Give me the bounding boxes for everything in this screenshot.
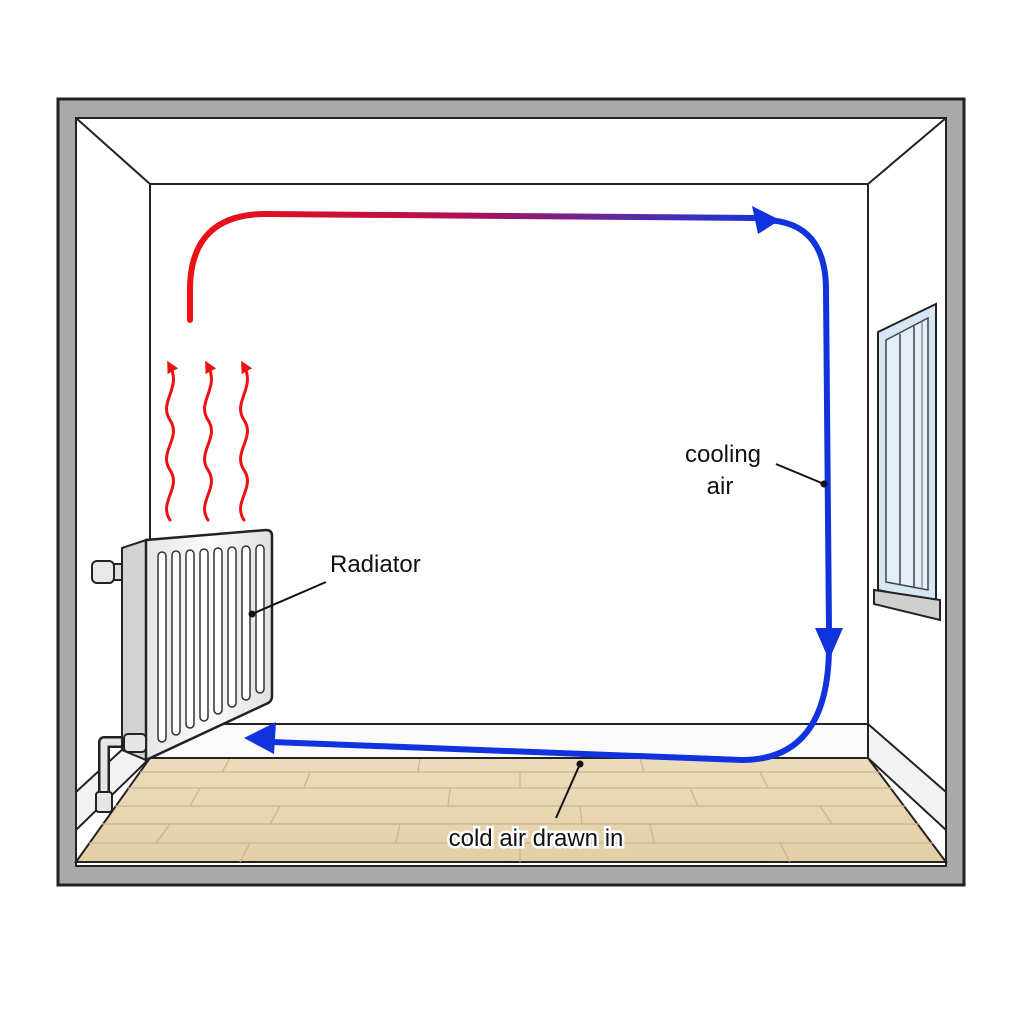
skirting-right <box>867 721 947 833</box>
room <box>56 97 966 887</box>
radiator-label: Radiator <box>330 551 421 578</box>
radiator-fins <box>157 544 265 743</box>
cooling-air-leader-dot <box>820 480 828 488</box>
heat-waves <box>165 360 253 522</box>
ceiling-edge-right <box>867 117 947 185</box>
radiator-leader-dot <box>248 610 256 618</box>
warm-air-arc <box>187 210 763 323</box>
cold-air-leader-dot <box>576 760 584 768</box>
radiator-leader-line <box>251 581 327 615</box>
cooling-air-label-line2: air <box>707 473 734 500</box>
airflow-loop <box>187 206 843 764</box>
cooling-air-label-line1: cooling <box>685 441 761 468</box>
window-sill <box>873 588 941 622</box>
cold-air-leader-line <box>555 763 581 819</box>
ceiling-edge-left <box>75 117 151 185</box>
airflow-arrow-icon <box>244 722 276 754</box>
cooling-air-descent <box>763 217 832 635</box>
heat-wave-icon <box>165 360 179 522</box>
cold-air-return <box>269 643 832 764</box>
heat-wave-icon <box>239 360 253 522</box>
radiator-icon <box>91 528 274 813</box>
heat-wave-icon <box>203 360 217 522</box>
cold-air-label: cold air drawn in <box>449 825 624 852</box>
cooling-air-leader-line <box>775 463 825 485</box>
labels: Radiator cooling air cold air drawn in <box>248 441 828 855</box>
window-icon <box>873 302 941 622</box>
floor-planks <box>89 757 933 863</box>
